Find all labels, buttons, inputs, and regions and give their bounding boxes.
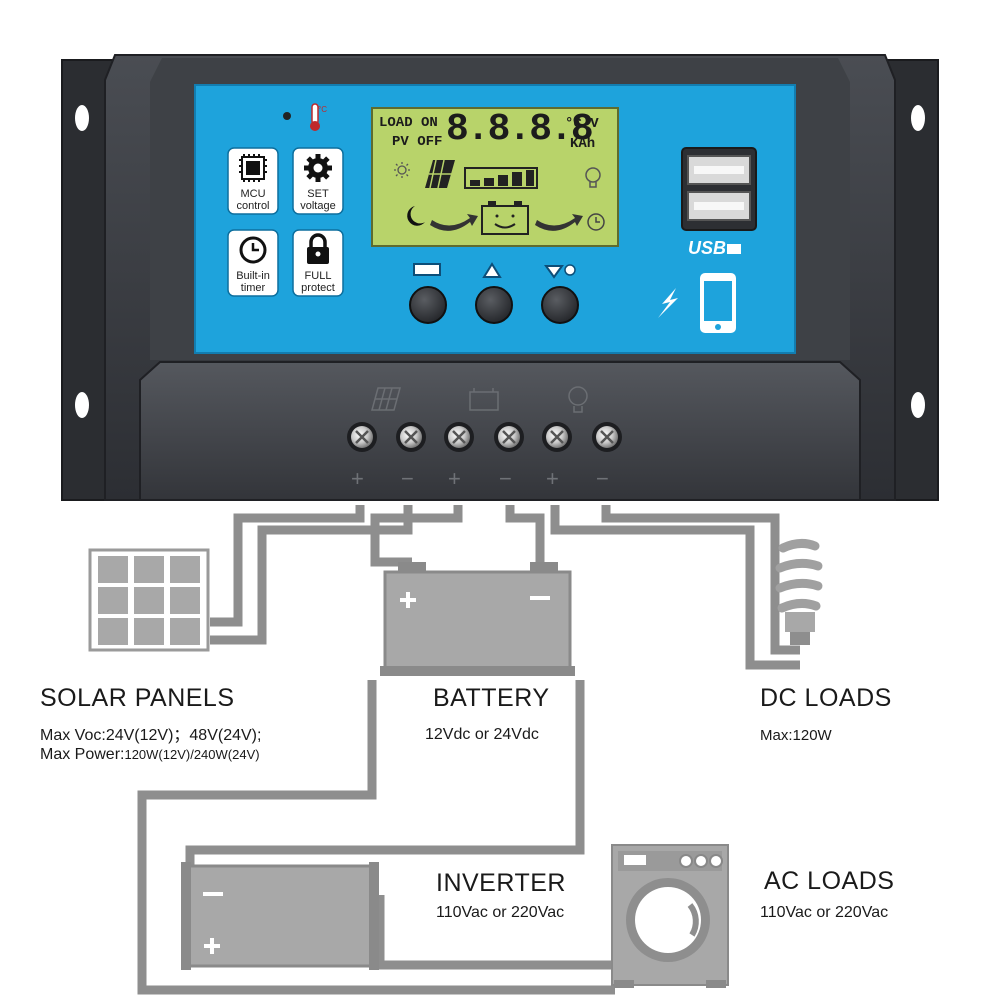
solar-power-line: Max Power:120W(12V)/240W(24V)	[40, 746, 260, 764]
lcd-bulb-icon	[585, 167, 601, 188]
thermometer-icon: °C	[310, 103, 327, 131]
solar-panel-icon	[371, 387, 401, 411]
chip-icon	[239, 154, 267, 182]
gear-icon	[304, 154, 332, 182]
usb-label: USB	[688, 238, 727, 258]
badge-protect-line1: FULL	[304, 270, 332, 282]
sign-solar-positive: +	[351, 466, 364, 491]
terminal-load-negative[interactable]	[592, 422, 622, 452]
wire-inverter-ac	[375, 895, 615, 970]
badge-mcu-label: MCU control	[230, 188, 276, 212]
inverter-title: INVERTER	[436, 869, 566, 897]
sun-icon	[394, 162, 410, 178]
wire-dc-positive	[550, 505, 800, 670]
solar-voc-prefix: Max Voc:	[40, 727, 106, 744]
wire-battery-positive	[370, 505, 463, 567]
wire-battery-inverter-b	[185, 680, 585, 865]
lcd-solar-icon	[425, 159, 455, 189]
terminal-solar-positive[interactable]	[347, 422, 377, 452]
moon-icon	[407, 206, 425, 226]
badge-set-label: SET voltage	[295, 188, 341, 212]
dc-loads-title: DC LOADS	[760, 684, 892, 712]
solar-voc-value: 24V(12V)；48V(24V);	[105, 727, 262, 744]
down-icon	[544, 265, 564, 279]
sign-battery-positive: +	[448, 466, 461, 491]
sign-solar-negative: −	[401, 466, 414, 491]
badge-timer-line2: timer	[240, 282, 266, 294]
badge-set-line1: SET	[307, 188, 329, 200]
lcd-battery-level-icon	[464, 167, 538, 189]
feature-badges	[227, 147, 344, 297]
temp-sensor-dot	[283, 112, 291, 120]
clock-icon	[239, 236, 267, 264]
lcd-arrow-left	[430, 214, 478, 231]
dc-bulb-base	[785, 612, 815, 645]
inverter-spec: 110Vac or 220Vac	[436, 904, 565, 921]
battery-title: BATTERY	[433, 684, 550, 712]
terminal-load-positive[interactable]	[542, 422, 572, 452]
inverter-device	[181, 862, 379, 970]
sign-load-negative: −	[596, 466, 609, 491]
solar-panel-device	[88, 548, 210, 652]
solar-power-prefix: Max Power:	[40, 746, 125, 763]
badge-protect-label: FULL protect	[295, 270, 341, 294]
lcd-pv-status: PV OFF	[392, 134, 443, 150]
menu-icon	[413, 263, 441, 276]
lcd-clock-icon	[587, 213, 605, 231]
phone-icon	[700, 273, 736, 333]
wire-battery-negative	[505, 505, 545, 562]
lcd-load-status: LOAD ON	[379, 115, 438, 131]
lcd-unit-top: °C V	[565, 116, 599, 132]
solar-panels-title: SOLAR PANELS	[40, 684, 235, 712]
screw-terminals[interactable]	[347, 422, 622, 452]
wire-battery-inverter-a	[137, 680, 615, 995]
terminal-icons	[371, 386, 588, 413]
svg-text:°C: °C	[318, 105, 327, 114]
usb-ports	[681, 147, 757, 231]
wires	[137, 505, 800, 995]
solar-voc-line: Max Voc:24V(12V)；48V(24V);	[40, 721, 261, 745]
badge-protect-line2: protect	[301, 282, 335, 294]
washing-machine-device	[611, 844, 729, 988]
solar-power-value: 120W(12V)/240W(24V)	[124, 747, 260, 762]
button-icons	[413, 262, 576, 279]
badge-mcu-line2: control	[236, 200, 270, 212]
ac-loads-title: AC LOADS	[764, 867, 895, 895]
lcd-display	[371, 107, 619, 247]
sign-load-positive: +	[546, 466, 559, 491]
lcd-digits: 8.8.8.8	[446, 108, 594, 151]
down-button[interactable]	[541, 286, 579, 324]
terminal-solar-negative[interactable]	[396, 422, 426, 452]
terminal-battery-negative[interactable]	[494, 422, 524, 452]
lcd-arrow-right	[535, 214, 583, 231]
wire-solar-positive	[210, 505, 365, 627]
lcd-unit-bottom: KAh	[570, 136, 596, 152]
badge-timer-label: Built-in timer	[230, 270, 276, 294]
down-icon-dot	[564, 264, 576, 276]
usb-logo-icon	[727, 244, 741, 254]
lock-icon	[307, 233, 329, 264]
battery-spec: 12Vdc or 24Vdc	[425, 726, 539, 743]
menu-button[interactable]	[409, 286, 447, 324]
battery-device	[380, 562, 575, 676]
badge-set-line2: voltage	[300, 200, 336, 212]
dc-bulb-device	[775, 538, 823, 613]
control-buttons[interactable]	[409, 286, 579, 324]
lamp-icon	[568, 386, 588, 413]
battery-icon	[469, 388, 499, 411]
up-button[interactable]	[475, 286, 513, 324]
terminal-battery-positive[interactable]	[444, 422, 474, 452]
sign-battery-negative: −	[499, 466, 512, 491]
wire-dc-negative	[601, 505, 800, 655]
badge-timer-line1: Built-in	[236, 270, 270, 282]
up-icon	[482, 262, 502, 278]
badge-mcu-line1: MCU	[240, 188, 266, 200]
ac-loads-spec: 110Vac or 220Vac	[760, 904, 889, 921]
lcd-battery-icon	[481, 201, 529, 235]
dc-loads-spec: Max:120W	[760, 727, 832, 744]
